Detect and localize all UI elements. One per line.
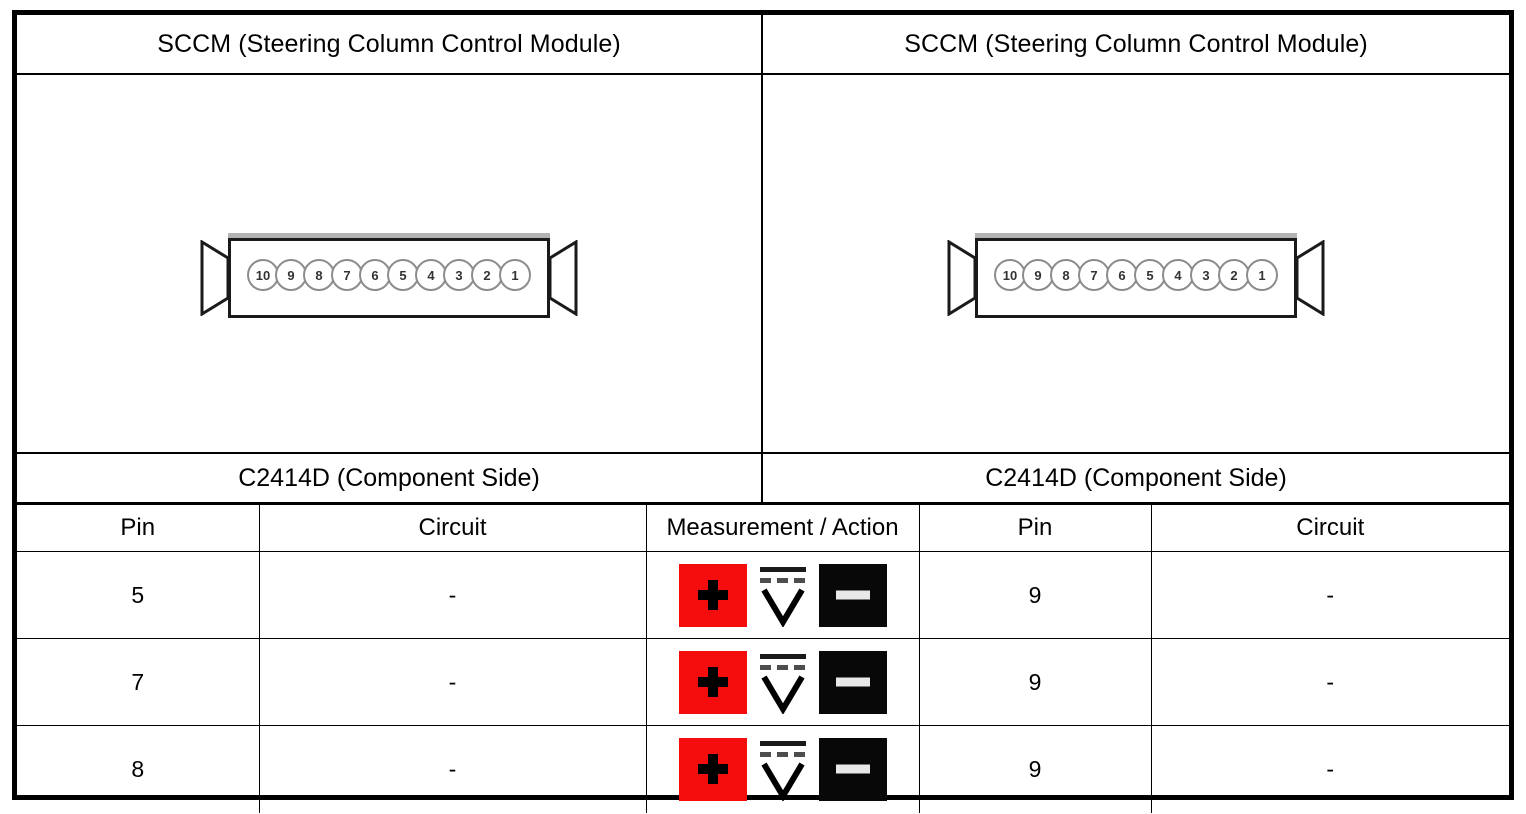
dc-voltmeter-icon xyxy=(756,651,810,714)
cell-circuit-left: - xyxy=(258,725,647,813)
pin-circle: 1 xyxy=(1246,259,1278,291)
cell-pin-right: 9 xyxy=(918,725,1152,813)
module-title-left: SCCM (Steering Column Control Module) xyxy=(17,15,763,73)
pin-circle: 9 xyxy=(1022,259,1054,291)
connector-cell-left: 10 9 8 7 6 5 4 3 2 1 xyxy=(17,75,763,452)
connector-name-row: C2414D (Component Side) C2414D (Componen… xyxy=(17,454,1509,504)
plus-probe-icon xyxy=(678,563,747,627)
table-row: 7 - xyxy=(17,638,1509,726)
pin-circle: 9 xyxy=(275,259,307,291)
cell-pin-right: 9 xyxy=(918,551,1152,639)
cell-measurement xyxy=(645,638,920,726)
connector-illustration-row: 10 9 8 7 6 5 4 3 2 1 xyxy=(17,75,1509,454)
connector-latch-right-icon xyxy=(1295,240,1325,316)
measurement-icon-group xyxy=(648,650,918,714)
cell-pin-left: 5 xyxy=(17,551,260,639)
cell-circuit-right: - xyxy=(1150,725,1509,813)
measurement-icon-group xyxy=(648,563,918,627)
column-header-measurement: Measurement / Action xyxy=(645,504,920,552)
module-title-row: SCCM (Steering Column Control Module) SC… xyxy=(17,15,1509,75)
connector-pin-strip-right: 10 9 8 7 6 5 4 3 2 1 xyxy=(947,259,1325,291)
table-row: 5 - xyxy=(17,551,1509,639)
module-title-right: SCCM (Steering Column Control Module) xyxy=(904,29,1368,58)
measurement-icon-group xyxy=(648,737,918,801)
cell-pin-right: 9 xyxy=(918,638,1152,726)
connector-cell-right: 10 9 8 7 6 5 4 3 2 1 xyxy=(763,75,1509,452)
connector-diagram-left: 10 9 8 7 6 5 4 3 2 1 xyxy=(200,230,578,326)
cell-pin-left: 8 xyxy=(17,725,260,813)
pin-circle: 8 xyxy=(1050,259,1082,291)
column-header-circuit-left: Circuit xyxy=(258,504,647,552)
cell-circuit-right: - xyxy=(1150,638,1509,726)
dc-voltmeter-icon xyxy=(756,564,810,627)
cell-circuit-left: - xyxy=(258,551,647,639)
connector-name-right: C2414D (Component Side) xyxy=(985,463,1287,492)
cell-circuit-left: - xyxy=(258,638,647,726)
column-header-pin-right: Pin xyxy=(918,504,1152,552)
connector-name-left: C2414D (Component Side) xyxy=(17,454,763,502)
pin-measurement-table: Pin Circuit Measurement / Action Pin Cir… xyxy=(17,504,1509,813)
pin-circle: 3 xyxy=(1190,259,1222,291)
pin-circle: 1 xyxy=(499,259,531,291)
pin-circle: 2 xyxy=(1218,259,1250,291)
outer-frame: SCCM (Steering Column Control Module) SC… xyxy=(12,10,1514,813)
connector-top-highlight xyxy=(975,233,1297,238)
column-header-circuit-right: Circuit xyxy=(1150,504,1509,552)
minus-probe-icon xyxy=(818,650,887,714)
minus-probe-icon xyxy=(818,737,887,801)
cell-pin-left: 7 xyxy=(17,638,260,726)
dc-voltmeter-icon xyxy=(756,738,810,801)
table-row: 8 - xyxy=(17,725,1509,813)
plus-probe-icon xyxy=(678,650,747,714)
pin-circle: 5 xyxy=(387,259,419,291)
cell-measurement xyxy=(645,725,920,813)
connector-diagram-right: 10 9 8 7 6 5 4 3 2 1 xyxy=(947,230,1325,326)
pin-circle: 10 xyxy=(994,259,1026,291)
connector-top-highlight xyxy=(228,233,550,238)
connector-latch-right-icon xyxy=(548,240,578,316)
column-header-pin-left: Pin xyxy=(17,504,260,552)
pin-circle: 5 xyxy=(1134,259,1166,291)
connector-pin-strip-left: 10 9 8 7 6 5 4 3 2 1 xyxy=(200,259,578,291)
cell-measurement xyxy=(645,551,920,639)
table-header-row: Pin Circuit Measurement / Action Pin Cir… xyxy=(17,504,1509,552)
minus-probe-icon xyxy=(818,563,887,627)
plus-probe-icon xyxy=(678,737,747,801)
cell-circuit-right: - xyxy=(1150,551,1509,639)
